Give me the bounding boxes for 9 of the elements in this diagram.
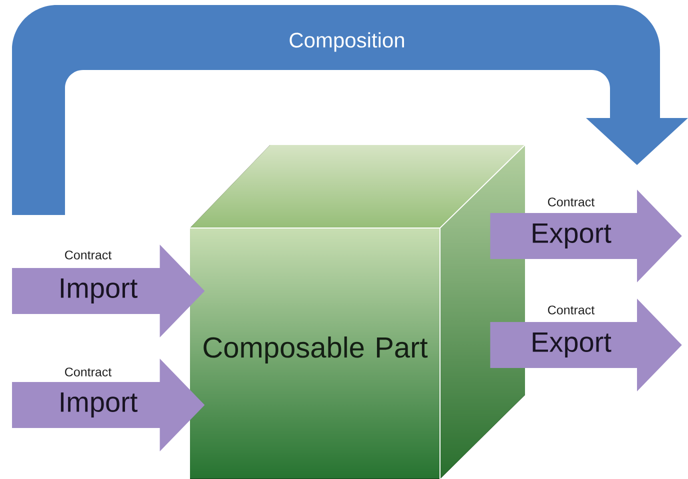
edge-label: Import: [57, 277, 139, 305]
contract-label: Contract: [65, 368, 112, 376]
cube-drawing: Composable Part: [190, 144, 526, 479]
edge-label: Import: [57, 391, 139, 419]
edge-label: Export: [530, 331, 612, 359]
edge-label: Export: [530, 222, 612, 250]
contract-label: Contract: [548, 198, 595, 206]
contract-label: Contract: [65, 250, 112, 260]
contract-label: Contract: [548, 306, 595, 314]
